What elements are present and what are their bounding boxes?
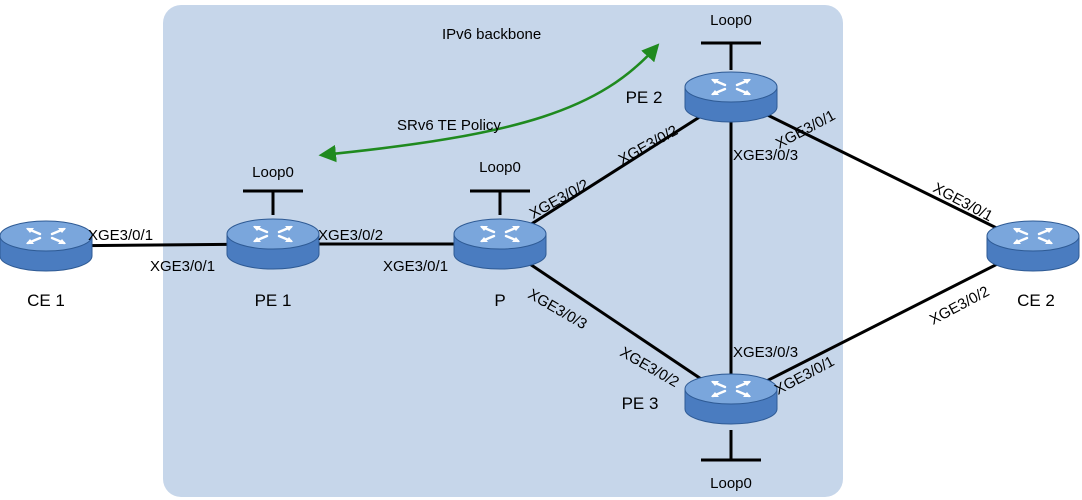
link-pe2-ce2 [730,95,1034,248]
port-label-pe3-ce2-b: XGE3/0/2 [927,283,992,329]
router-icon [0,220,93,272]
router-icon [453,218,547,270]
loopback-label-pe1: Loop0 [252,164,294,181]
node-label-pe1: PE 1 [255,291,292,310]
port-label-pe2-ce2-b: XGE3/0/1 [930,180,995,226]
routers-layer [0,71,1080,425]
loopback-p [470,189,530,215]
node-label-pe3: PE 3 [622,394,659,413]
router-ce1 [0,220,93,272]
router-ce2 [986,220,1080,272]
port-label-pe2-pe3-b: XGE3/0/3 [733,344,798,361]
port-label-pe1-p-b: XGE3/0/1 [383,258,448,275]
node-label-ce2: CE 2 [1017,291,1055,310]
policy-label: SRv6 TE Policy [397,117,501,134]
port-label-pe2-pe3-a: XGE3/0/3 [733,147,798,164]
port-label-ce1-pe1-b: XGE3/0/1 [150,258,215,275]
node-label-pe2: PE 2 [626,88,663,107]
loopback-label-p: Loop0 [479,159,521,176]
router-pe1 [226,218,320,270]
loopback-label-pe3: Loop0 [710,475,752,492]
node-label-p: P [494,291,505,310]
router-icon [226,218,320,270]
loopback-pe3 [701,430,761,462]
port-label-pe1-p-a: XGE3/0/2 [318,227,383,244]
router-p [453,218,547,270]
link-p-pe2 [499,95,732,246]
links-layer [45,95,1034,401]
router-icon [684,373,778,425]
region-label: IPv6 backbone [442,26,541,43]
port-label-ce1-pe1-a: XGE3/0/1 [88,227,153,244]
router-icon [986,220,1080,272]
node-label-ce1: CE 1 [27,291,65,310]
link-pe3-ce2 [730,244,1034,401]
loopback-pe2 [701,41,761,70]
loopback-label-pe2: Loop0 [710,12,752,29]
loopback-pe1 [243,189,303,215]
router-pe2 [684,71,778,123]
router-icon [684,71,778,123]
srv6-te-policy-arrow [318,43,660,163]
link-p-pe3 [499,242,732,401]
loopback-layer [243,41,761,462]
router-pe3 [684,373,778,425]
